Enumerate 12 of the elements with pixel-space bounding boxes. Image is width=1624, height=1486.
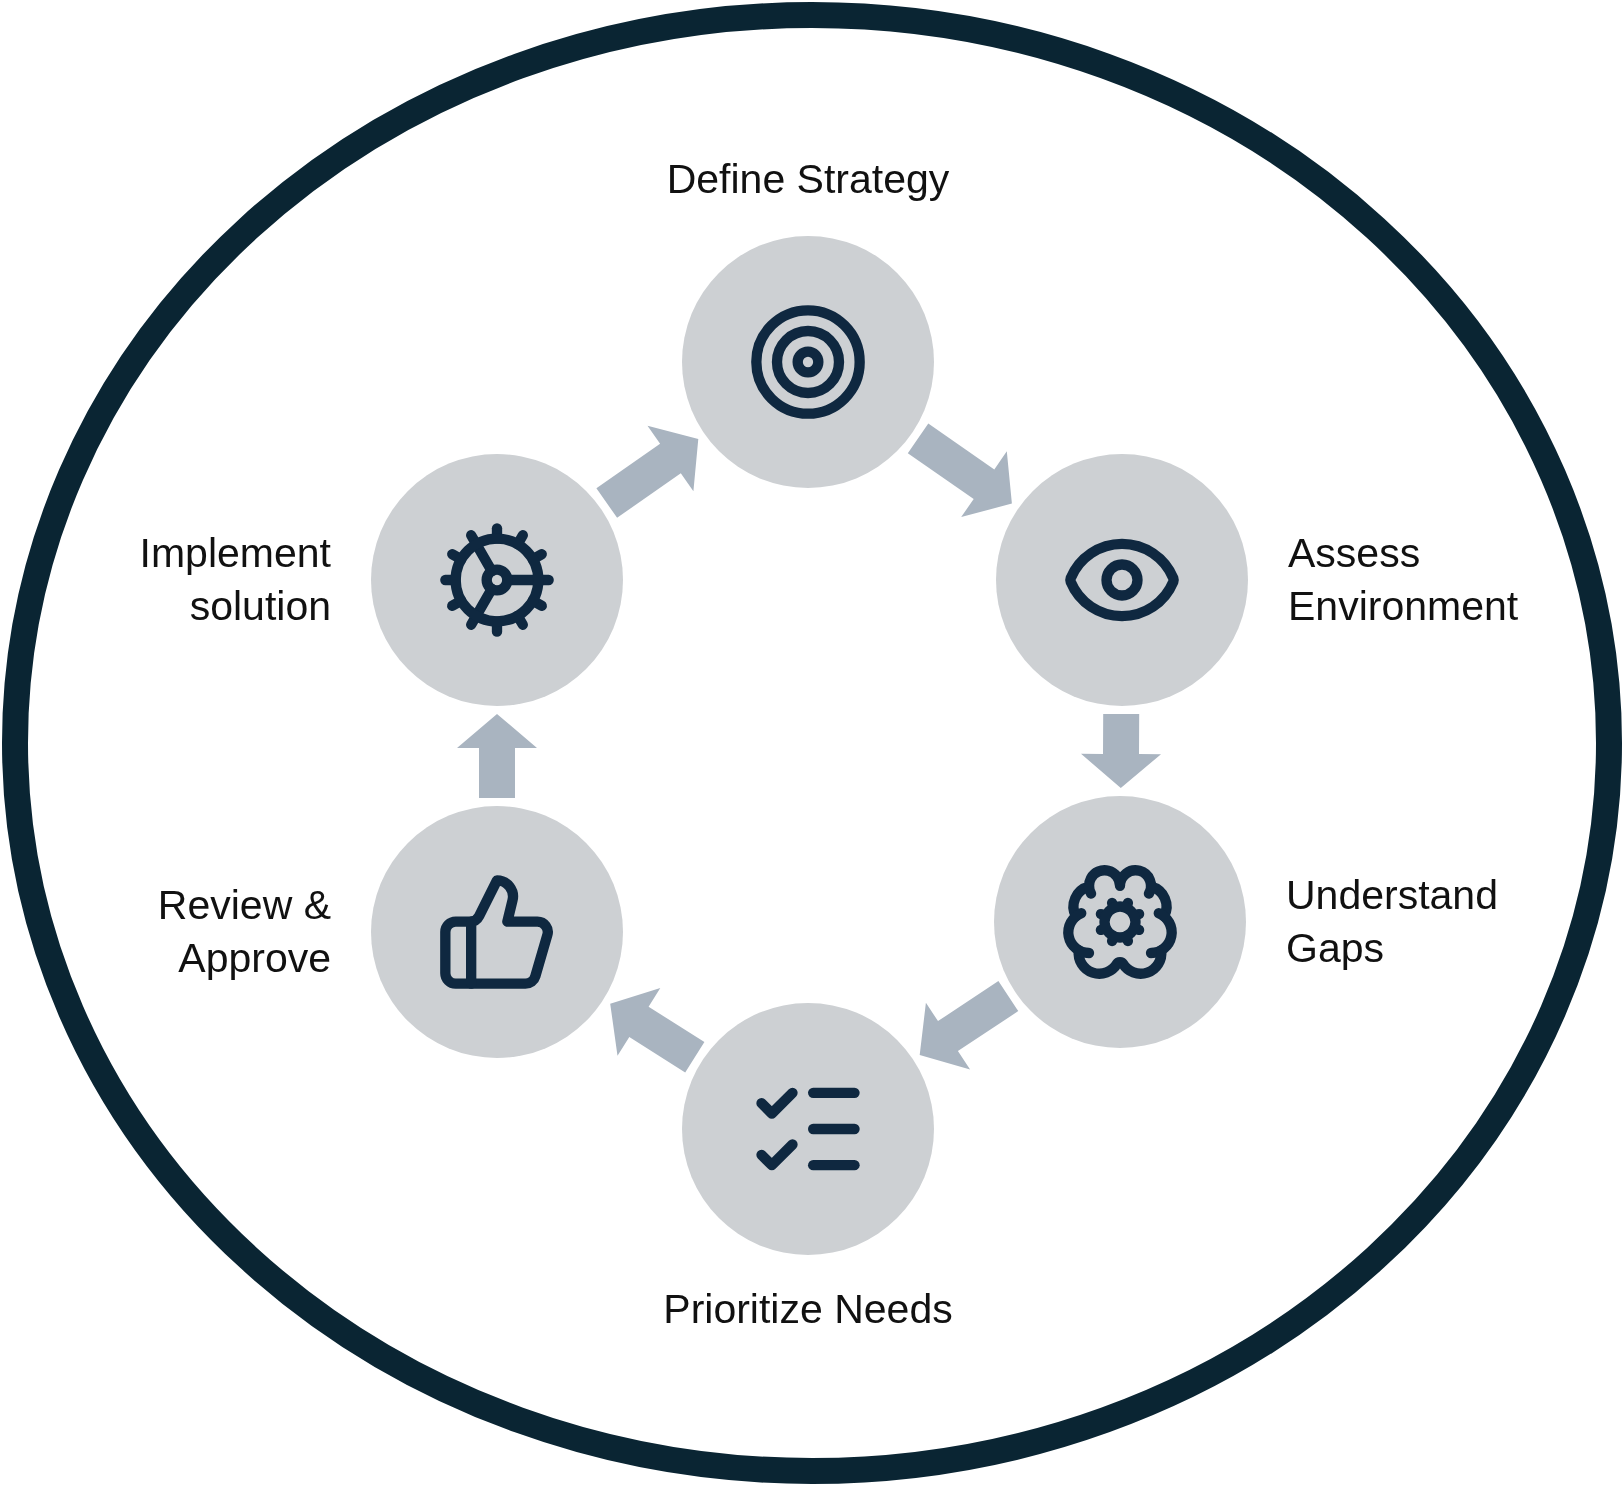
block-arrow [596,425,699,518]
step-label: Understand Gaps [1286,870,1499,973]
step-label: Review & Approve [156,880,331,983]
step-label: Assess Environment [1288,528,1520,631]
block-arrow [919,981,1019,1070]
block-arrow [610,988,705,1073]
block-arrow [457,714,537,798]
step-label: Define Strategy [665,154,951,204]
block-arrow [907,423,1012,517]
block-arrow [1081,713,1161,788]
step-label: Implement solution [138,528,331,631]
step-label: Prioritize Needs [662,1285,954,1334]
